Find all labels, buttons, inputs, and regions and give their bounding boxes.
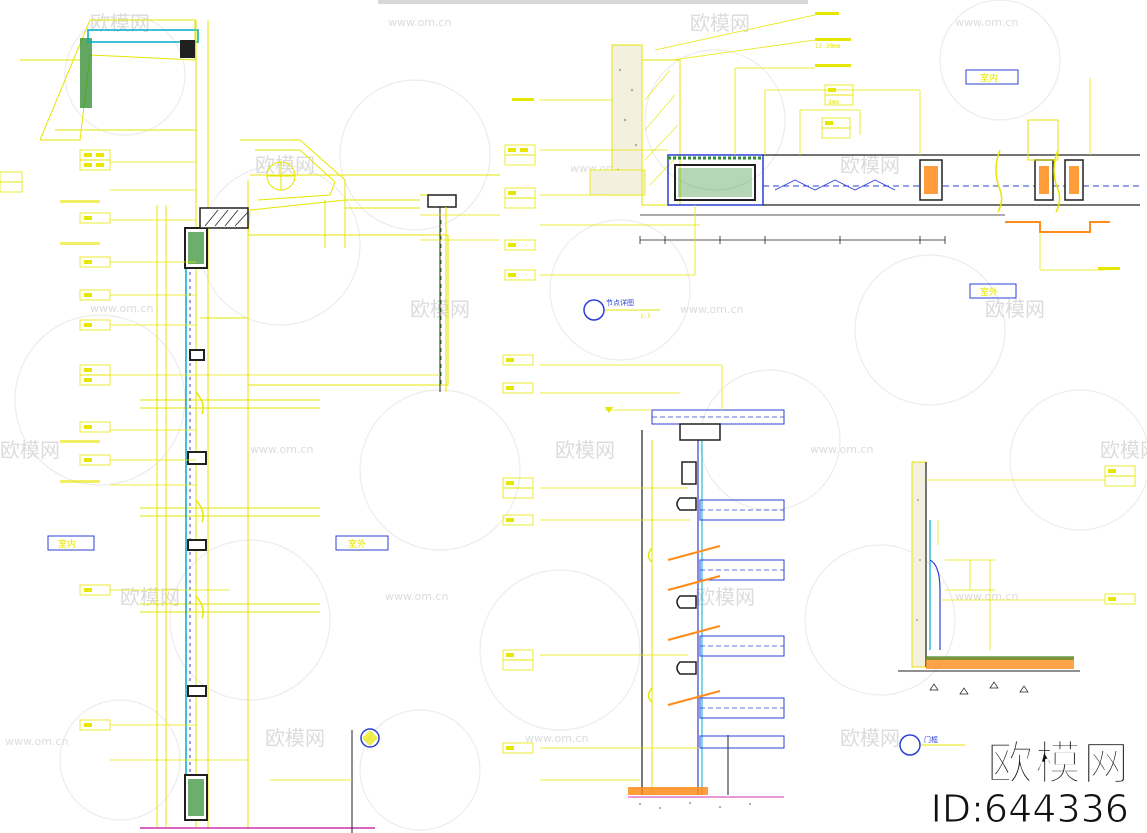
watermark-url: www.om.cn: [385, 590, 448, 603]
watermark-url: www.om.cn: [525, 732, 588, 745]
wall-lines: [100, 20, 320, 828]
watermark-logo: 欧模网: [555, 438, 615, 462]
watermark-logo: 欧模网: [120, 585, 180, 609]
bottom-right-section: 门框: [898, 461, 1105, 756]
top-right-section: [540, 14, 1140, 276]
roof-overhang: [20, 19, 196, 141]
watermark-url: www.om.cn: [388, 16, 451, 29]
room-label-box: [335, 535, 389, 551]
brand-name: 欧模网: [987, 736, 1131, 791]
brand-logo: 欧模网: [987, 727, 1131, 793]
watermark-url: www.om.cn: [955, 590, 1018, 603]
section-title-bottom: 室外: [980, 286, 998, 298]
sill-section: [200, 139, 500, 386]
brand-id: ID:644336: [930, 787, 1129, 832]
watermark-url: www.om.cn: [810, 443, 873, 456]
detail-title: 节点详图: [606, 298, 634, 307]
left-wall-section: [20, 19, 500, 833]
watermark-url: www.om.cn: [90, 302, 153, 315]
watermark-url: www.om.cn: [5, 735, 68, 748]
bottom-middle-tags: [502, 354, 534, 754]
bottom-right-tags: [1104, 465, 1136, 605]
watermark-logo: 欧模网: [985, 297, 1045, 321]
door-note: 门框: [924, 735, 938, 744]
detail-scale: 1:5: [640, 313, 651, 320]
leader-lines: [110, 161, 500, 761]
left-tag-column: [0, 149, 111, 731]
watermark-logo: 欧模网: [0, 438, 60, 462]
top-right-tags: [504, 84, 854, 281]
top-right-tag-marks: [508, 12, 1120, 277]
watermark-logo: 欧模网: [840, 153, 900, 177]
watermark-logo: 欧模网: [1100, 438, 1147, 462]
watermark-logo: 欧模网: [265, 726, 325, 750]
watermark-logo: 欧模网: [255, 153, 315, 177]
room-label-indoor: 室内: [58, 538, 76, 550]
bottom-middle-section: [540, 364, 785, 809]
dim-label-2: 3mm: [828, 99, 839, 106]
left-tag-marks: [60, 153, 104, 727]
watermark-labels: 欧模网 www.om.cn 欧模网 www.om.cn 欧模网 www.om.c…: [0, 11, 1147, 750]
room-label-box: [965, 69, 1019, 85]
watermark-logo: 欧模网: [90, 11, 150, 35]
watermark-rings: [14, 0, 1147, 831]
detail-marker: [583, 299, 605, 321]
dim-label-1: 12-20mm: [815, 43, 841, 50]
room-label-outdoor: 室外: [348, 538, 366, 550]
section-title-top: 室内: [980, 72, 998, 84]
watermark-logo: 欧模网: [695, 585, 755, 609]
watermark-url: www.om.cn: [680, 303, 743, 316]
room-label-box: [969, 283, 1017, 299]
top-toolbar-strip: [378, 0, 808, 4]
insulation-block: [80, 38, 92, 108]
watermark-url: www.om.cn: [955, 16, 1018, 29]
room-label-box: [47, 535, 95, 551]
watermark-url: www.om.cn: [250, 443, 313, 456]
watermark-logo: 欧模网: [840, 726, 900, 750]
